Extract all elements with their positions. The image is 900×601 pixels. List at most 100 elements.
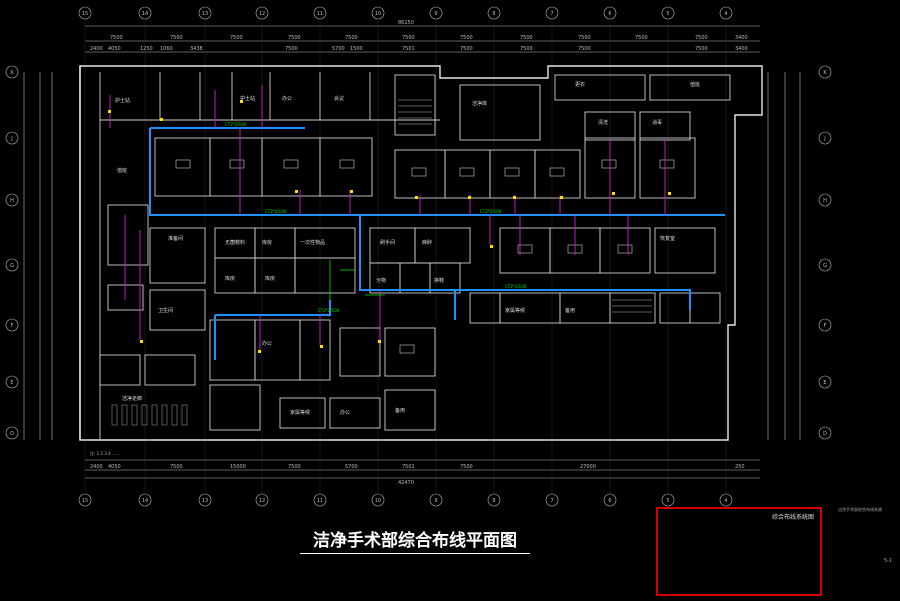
svg-text:备用: 备用 (395, 407, 405, 414)
svg-text:7: 7 (550, 498, 553, 504)
bottom-total-dim: 42470 (398, 480, 414, 486)
grid-columns-top (78, 6, 733, 20)
outlets (108, 100, 671, 353)
svg-text:4050: 4050 (108, 46, 121, 52)
svg-text:3400: 3400 (735, 35, 748, 41)
svg-text:8: 8 (492, 498, 495, 504)
svg-text:7500: 7500 (460, 35, 473, 41)
svg-text:D: D (10, 431, 14, 437)
svg-text:11: 11 (317, 11, 323, 17)
svg-text:5700: 5700 (332, 46, 345, 52)
svg-text:5700: 5700 (345, 464, 358, 470)
svg-text:7500: 7500 (635, 35, 648, 41)
svg-text:10: 10 (375, 498, 381, 504)
svg-text:库房: 库房 (262, 239, 272, 246)
svg-text:H: H (823, 198, 827, 204)
svg-text:6: 6 (608, 11, 611, 17)
svg-text:J: J (823, 136, 825, 142)
svg-text:11: 11 (317, 498, 323, 504)
svg-text:250: 250 (735, 464, 745, 470)
svg-text:7500: 7500 (695, 35, 708, 41)
svg-text:15: 15 (82, 498, 88, 504)
svg-text:4: 4 (724, 11, 727, 17)
svg-text:E: E (10, 380, 13, 386)
green-cables (329, 260, 385, 300)
svg-text:3438: 3438 (190, 46, 203, 52)
svg-text:7500: 7500 (288, 35, 301, 41)
svg-text:7500: 7500 (460, 46, 473, 52)
svg-text:7500: 7500 (345, 35, 358, 41)
svg-text:CT2*2/100: CT2*2/100 (318, 308, 340, 313)
svg-text:准备间: 准备间 (168, 235, 183, 242)
svg-text:5: 5 (666, 498, 669, 504)
operating-tables (175, 159, 675, 354)
side-tag: 5-1 (884, 558, 893, 564)
svg-text:1250: 1250 (140, 46, 153, 52)
svg-text:7501: 7501 (402, 46, 415, 52)
inset-title: 综合布线系统图 (772, 514, 815, 521)
drawing-note: 注: 1.2.3.4 ...... (90, 450, 120, 456)
svg-text:护士站: 护士站 (115, 97, 130, 104)
svg-text:9: 9 (434, 11, 437, 17)
grid-lines (84, 20, 727, 494)
interior-walls (99, 72, 731, 440)
svg-text:5: 5 (666, 11, 669, 17)
top-total-dim: 86150 (398, 20, 414, 26)
svg-text:一次性物品: 一次性物品 (300, 239, 325, 246)
grid-rows-left (5, 65, 19, 440)
svg-text:6: 6 (608, 498, 611, 504)
svg-text:7500: 7500 (460, 464, 473, 470)
svg-text:7500: 7500 (110, 35, 123, 41)
svg-text:13: 13 (202, 498, 208, 504)
svg-text:CT2*2/100: CT2*2/100 (225, 122, 247, 127)
svg-text:会议: 会议 (334, 95, 344, 102)
svg-text:2400: 2400 (90, 464, 103, 470)
svg-text:4050: 4050 (108, 464, 121, 470)
top-dimension-lines (85, 25, 760, 53)
svg-text:家属等候: 家属等候 (290, 409, 310, 416)
svg-text:9: 9 (434, 498, 437, 504)
svg-text:F: F (824, 323, 827, 329)
svg-text:CT2*2/100: CT2*2/100 (265, 209, 287, 214)
grid-rows-right (818, 65, 832, 440)
svg-text:7500: 7500 (695, 46, 708, 52)
svg-text:CT2*2/100: CT2*2/100 (505, 284, 527, 289)
svg-text:K: K (10, 70, 14, 76)
svg-text:刷手间: 刷手间 (380, 239, 395, 246)
svg-text:12: 12 (259, 498, 265, 504)
svg-text:K: K (823, 70, 827, 76)
svg-text:换鞋: 换鞋 (434, 277, 444, 284)
svg-text:7500: 7500 (288, 464, 301, 470)
inset-frame (656, 507, 822, 596)
svg-text:家属等候: 家属等候 (505, 307, 525, 314)
svg-text:1060: 1060 (160, 46, 173, 52)
svg-text:卫生间: 卫生间 (158, 307, 173, 314)
svg-text:E: E (823, 380, 826, 386)
svg-text:7500: 7500 (230, 35, 243, 41)
svg-text:7500: 7500 (402, 35, 415, 41)
svg-text:护士站: 护士站 (240, 95, 255, 102)
stairs (398, 99, 652, 313)
svg-text:值班: 值班 (690, 81, 700, 88)
side-note: 洁净手术部综合布线系统 (838, 507, 882, 512)
svg-text:14: 14 (142, 11, 148, 17)
svg-text:F: F (11, 323, 14, 329)
grid-columns-bottom (78, 493, 733, 507)
svg-text:值班: 值班 (117, 167, 127, 174)
cable-trays (149, 127, 725, 360)
svg-text:14: 14 (142, 498, 148, 504)
side-dimension-lines (23, 72, 801, 440)
svg-text:10: 10 (375, 11, 381, 17)
room-labels: 护士站护士站办公 会议洁净库更衣 值班清洗消毒 值班准备间无菌敷料 库房一次性物… (115, 81, 700, 416)
svg-text:3400: 3400 (735, 46, 748, 52)
svg-text:办公: 办公 (340, 409, 350, 416)
svg-text:G: G (10, 263, 14, 269)
branch-cables (109, 85, 666, 350)
svg-text:洁净库: 洁净库 (472, 100, 487, 107)
svg-text:1500: 1500 (350, 46, 363, 52)
svg-text:CT2*2/100: CT2*2/100 (480, 209, 502, 214)
svg-text:7500: 7500 (578, 35, 591, 41)
svg-text:4: 4 (724, 498, 727, 504)
svg-text:办公: 办公 (262, 340, 272, 347)
